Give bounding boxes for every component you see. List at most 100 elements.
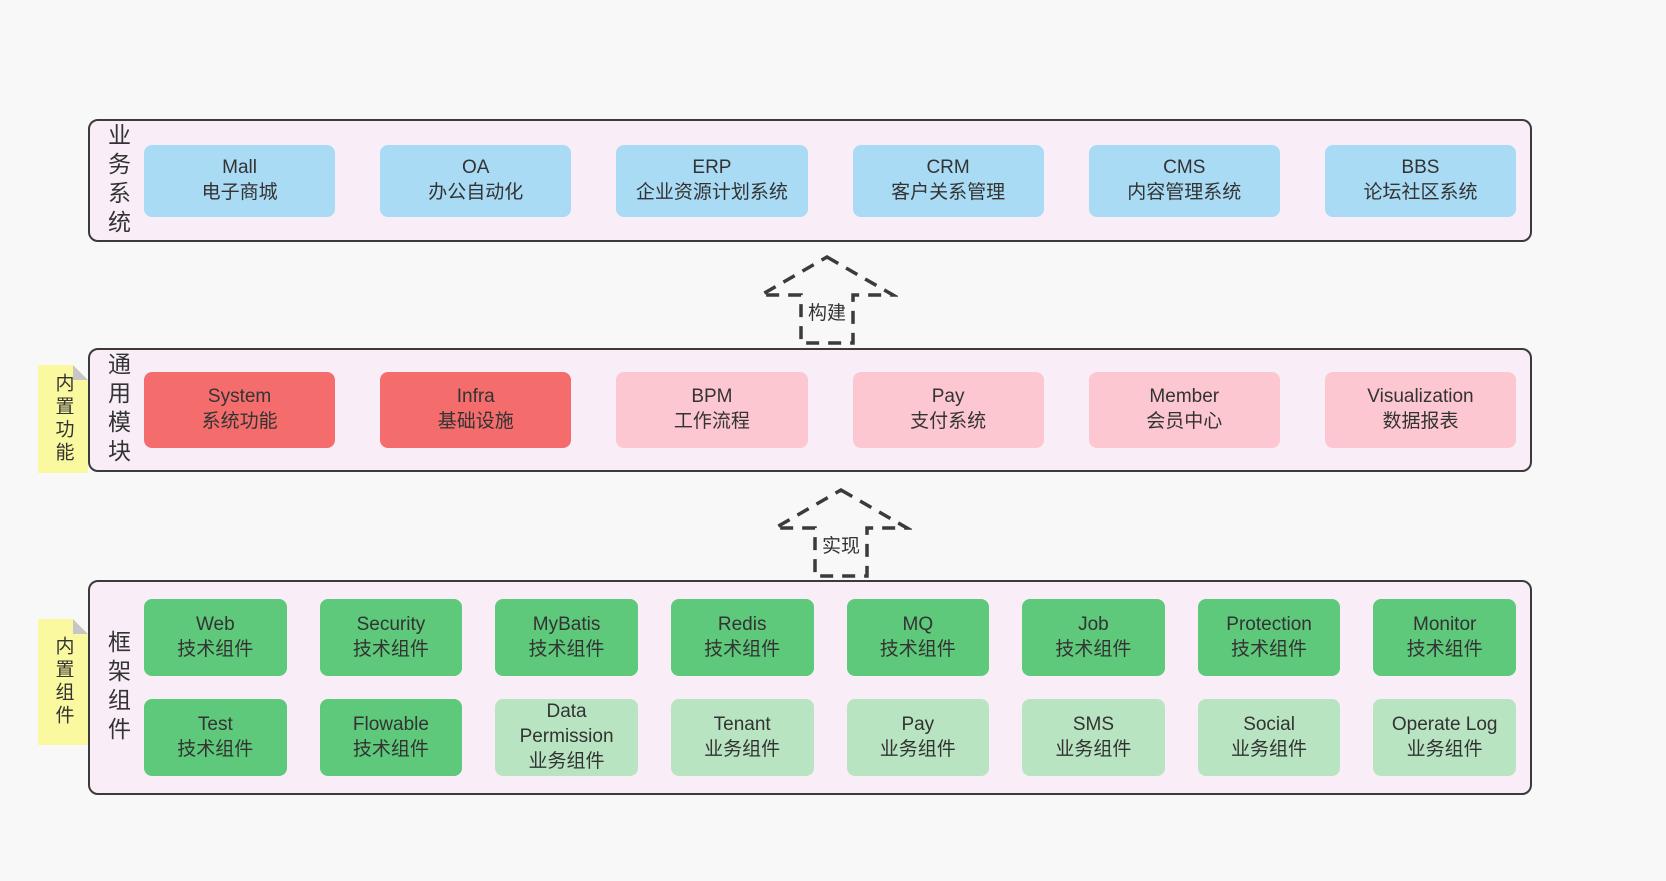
tag-built-in-components: 内置组件 [38, 619, 88, 745]
tag-built-in-features: 内置功能 [38, 365, 88, 473]
box-title: BBS [1401, 156, 1440, 178]
box-title: CMS [1163, 156, 1206, 178]
box-subtitle: 业务组件 [528, 750, 605, 772]
arrow-build: 构建 [754, 254, 900, 346]
side-label-common-modules: 通用模块 [90, 350, 144, 470]
side-label-text: 框架组件 [104, 629, 131, 746]
box-sms: SMS 业务组件 [1022, 699, 1165, 776]
box-infra: Infra 基础设施 [380, 372, 572, 448]
box-title: MyBatis [532, 613, 601, 635]
box-oa: OA 办公自动化 [380, 144, 572, 217]
box-title: MQ [902, 613, 934, 635]
box-pay-module: Pay 支付系统 [852, 372, 1044, 448]
box-subtitle: 电子商城 [201, 181, 278, 203]
box-flowable: Flowable 技术组件 [319, 699, 463, 776]
box-title: Data Permission [519, 701, 614, 748]
box-title: CRM [926, 156, 970, 178]
layer-framework-components: 框架组件 Web 技术组件 Security 技术组件 MyBatis 技术组件… [88, 580, 1532, 795]
box-subtitle: 系统功能 [201, 411, 278, 432]
box-test: Test 技术组件 [144, 699, 287, 776]
box-title: Security [356, 613, 426, 635]
side-label-text: 业务系统 [104, 122, 131, 239]
box-subtitle: 业务组件 [1231, 738, 1308, 760]
arrow-up-icon [754, 254, 900, 345]
box-title: Pay [931, 386, 965, 408]
box-title: Mall [222, 156, 257, 178]
box-erp: ERP 企业资源计划系统 [616, 144, 808, 217]
box-subtitle: 办公自动化 [428, 181, 524, 203]
box-subtitle: 业务组件 [879, 738, 956, 760]
box-title: Job [1078, 613, 1109, 635]
box-title: Flowable [352, 713, 429, 735]
box-subtitle: 支付系统 [910, 411, 987, 432]
arrow-implement: 实现 [768, 487, 914, 579]
box-redis: Redis 技术组件 [670, 599, 814, 676]
components-boxes-grid: Web 技术组件 Security 技术组件 MyBatis 技术组件 Redi… [144, 599, 1516, 776]
tag-text: 内置功能 [52, 373, 74, 465]
box-crm: CRM 客户关系管理 [852, 144, 1044, 217]
box-subtitle: 技术组件 [352, 738, 429, 760]
box-subtitle: 技术组件 [528, 638, 605, 660]
folded-corner-icon [73, 365, 88, 380]
layer-business-systems: 业务系统 Mall 电子商城 OA 办公自动化 ERP 企业资源计划系统 CRM… [88, 119, 1532, 242]
box-system: System 系统功能 [144, 372, 336, 448]
box-job: Job 技术组件 [1022, 599, 1165, 676]
box-subtitle: 技术组件 [177, 738, 254, 760]
modules-boxes-row: System 系统功能 Infra 基础设施 BPM 工作流程 Pay 支付系统… [144, 372, 1517, 448]
box-title: Pay [901, 713, 935, 735]
box-title: BPM [691, 386, 733, 408]
box-title: Social [1243, 713, 1295, 735]
box-title: Operate Log [1391, 713, 1498, 735]
box-mybatis: MyBatis 技术组件 [495, 599, 638, 676]
tag-text: 内置组件 [52, 636, 74, 728]
arrow-implement-label: 实现 [818, 531, 864, 558]
box-title: System [207, 386, 272, 408]
box-subtitle: 技术组件 [352, 638, 429, 660]
side-label-framework-components: 框架组件 [90, 582, 144, 793]
side-label-text: 通用模块 [104, 352, 131, 468]
box-bbs: BBS 论坛社区系统 [1324, 144, 1517, 217]
box-title: SMS [1072, 713, 1115, 735]
box-title: Protection [1226, 613, 1312, 635]
box-web: Web 技术组件 [144, 599, 287, 676]
box-mq: MQ 技术组件 [846, 599, 990, 676]
box-security: Security 技术组件 [319, 599, 463, 676]
box-member: Member 会员中心 [1088, 372, 1280, 448]
box-title: ERP [692, 156, 732, 178]
box-protection: Protection 技术组件 [1197, 599, 1341, 676]
box-subtitle: 业务组件 [704, 738, 781, 760]
box-subtitle: 内容管理系统 [1127, 181, 1242, 203]
box-subtitle: 技术组件 [177, 638, 254, 660]
box-title: OA [462, 156, 490, 178]
box-subtitle: 客户关系管理 [891, 181, 1006, 203]
box-tenant: Tenant 业务组件 [670, 699, 814, 776]
box-title: Web [195, 613, 235, 635]
box-subtitle: 业务组件 [1055, 738, 1132, 760]
box-subtitle: 业务组件 [1406, 738, 1483, 760]
box-subtitle: 技术组件 [1055, 638, 1132, 660]
box-subtitle: 数据报表 [1382, 411, 1459, 432]
box-cms: CMS 内容管理系统 [1088, 144, 1280, 217]
box-pay-component: Pay 业务组件 [846, 699, 990, 776]
box-data-permission: Data Permission 业务组件 [495, 699, 638, 776]
box-title: Redis [717, 613, 767, 635]
box-title: Tenant [713, 713, 771, 735]
box-subtitle: 技术组件 [1406, 638, 1483, 660]
box-subtitle: 企业资源计划系统 [635, 181, 788, 203]
box-subtitle: 技术组件 [1231, 638, 1308, 660]
box-title: Monitor [1413, 613, 1477, 635]
box-visualization: Visualization 数据报表 [1324, 372, 1517, 448]
business-boxes-row: Mall 电子商城 OA 办公自动化 ERP 企业资源计划系统 CRM 客户关系… [144, 144, 1517, 217]
box-title: Infra [456, 386, 495, 408]
box-monitor: Monitor 技术组件 [1373, 599, 1516, 676]
box-title: Member [1149, 386, 1220, 408]
arrow-build-label: 构建 [804, 298, 850, 325]
box-mall: Mall 电子商城 [144, 144, 336, 217]
box-subtitle: 工作流程 [673, 411, 750, 432]
arrow-up-icon [768, 487, 914, 578]
box-title: Visualization [1367, 386, 1474, 408]
side-label-business-systems: 业务系统 [90, 121, 144, 240]
box-subtitle: 基础设施 [437, 411, 514, 432]
box-title: Test [197, 713, 233, 735]
layer-common-modules: 通用模块 System 系统功能 Infra 基础设施 BPM 工作流程 Pay… [88, 348, 1532, 472]
